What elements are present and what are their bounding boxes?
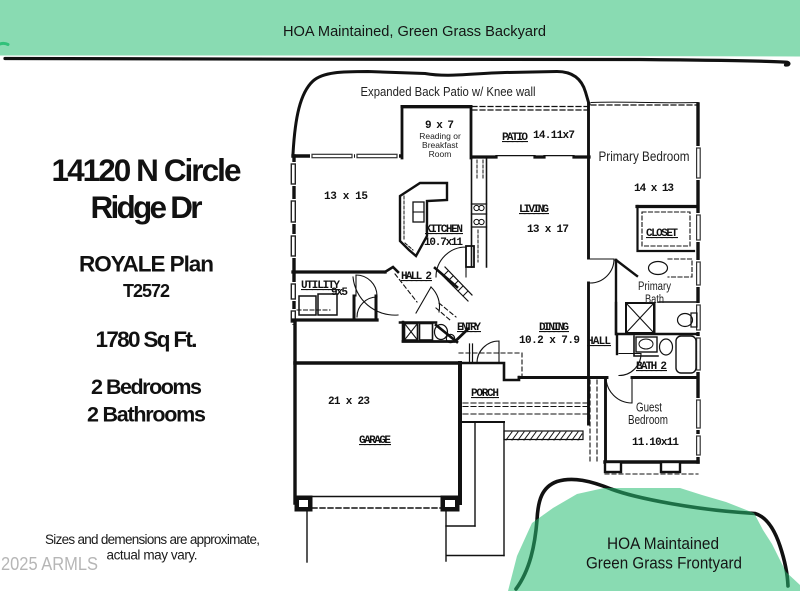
svg-text:CLOSET: CLOSET [646,228,678,240]
svg-text:2 Bedrooms: 2 Bedrooms [91,375,202,399]
svg-text:LIVING: LIVING [519,204,549,216]
svg-text:PATIO: PATIO [502,132,528,144]
svg-text:KITCHEN: KITCHEN [425,224,463,236]
svg-text:actual may vary.: actual may vary. [107,548,198,563]
svg-text:Reading or: Reading or [419,131,461,141]
svg-text:Bath: Bath [645,294,664,306]
svg-text:HOA Maintained: HOA Maintained [607,535,719,553]
svg-text:Bedroom: Bedroom [628,413,668,427]
svg-text:2025 ARMLS: 2025 ARMLS [1,554,98,574]
svg-text:DINING: DINING [539,322,569,334]
svg-text:HALL 2: HALL 2 [401,271,432,283]
svg-text:1780 Sq Ft.: 1780 Sq Ft. [96,327,198,352]
svg-text:Expanded Back Patio w/ Knee wa: Expanded Back Patio w/ Knee wall [361,85,536,99]
svg-text:14 x 13: 14 x 13 [634,183,674,195]
svg-text:21 x 23: 21 x 23 [328,396,370,408]
svg-text:Primary Bedroom: Primary Bedroom [599,149,690,164]
svg-text:PORCH: PORCH [471,388,499,400]
svg-text:BATH 2: BATH 2 [636,361,667,373]
svg-text:11.10x11: 11.10x11 [632,437,679,449]
svg-text:10.7x11: 10.7x11 [424,237,463,249]
svg-text:9x5: 9x5 [331,287,348,299]
svg-text:Breakfast: Breakfast [422,140,459,150]
svg-text:Green Grass Frontyard: Green Grass Frontyard [586,555,742,573]
svg-text:13 x 15: 13 x 15 [324,191,368,203]
svg-text:HOA Maintained, Green Grass Ba: HOA Maintained, Green Grass Backyard [283,23,546,40]
svg-text:Guest: Guest [636,401,662,415]
svg-text:ROYALE Plan: ROYALE Plan [79,252,214,277]
svg-text:14120 N Circle: 14120 N Circle [52,152,242,188]
svg-text:ENTRY: ENTRY [457,322,481,334]
svg-text:Ridge Dr: Ridge Dr [91,189,203,225]
svg-text:9 x 7: 9 x 7 [425,120,454,132]
svg-text:14.11x7: 14.11x7 [533,130,575,142]
svg-text:T2572: T2572 [123,281,170,301]
svg-text:13 x 17: 13 x 17 [527,224,569,236]
svg-text:2 Bathrooms: 2 Bathrooms [87,403,206,427]
svg-text:UTILITY: UTILITY [301,280,340,292]
svg-text:HALL: HALL [587,336,611,348]
svg-text:Room: Room [429,149,452,159]
svg-text:Sizes and demensions are appro: Sizes and demensions are approximate, [45,532,260,547]
svg-text:Primary: Primary [638,281,671,293]
svg-text:GARAGE: GARAGE [359,435,391,447]
svg-text:10.2 x 7.9: 10.2 x 7.9 [519,335,580,347]
